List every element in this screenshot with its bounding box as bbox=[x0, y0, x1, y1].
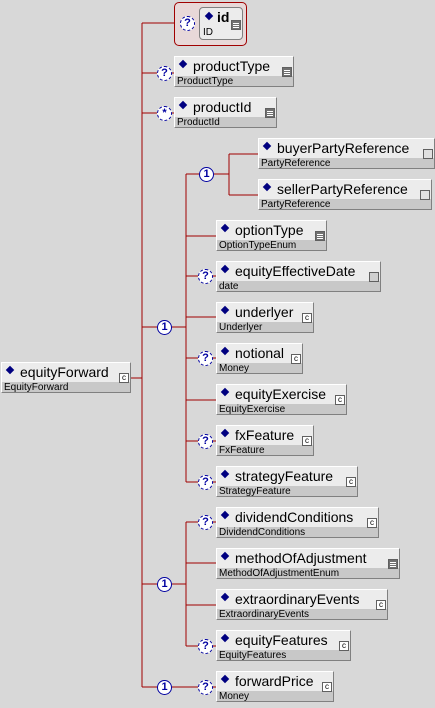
node-equityFeatures[interactable]: equityFeatures EquityFeatures c bbox=[216, 630, 351, 661]
optional-icon: ? bbox=[198, 680, 213, 695]
optional-icon: ? bbox=[198, 475, 213, 490]
node-name: fxFeature bbox=[235, 427, 295, 443]
node-type: date bbox=[219, 281, 239, 292]
optional-icon: ? bbox=[180, 16, 195, 31]
complex-type-icon bbox=[420, 190, 430, 200]
node-buyerPartyReference[interactable]: buyerPartyReference PartyReference bbox=[258, 138, 435, 169]
node-type: EquityFeatures bbox=[219, 650, 287, 661]
node-productType[interactable]: productType ProductType bbox=[174, 56, 294, 87]
simple-type-icon bbox=[369, 272, 379, 282]
node-name: sellerPartyReference bbox=[277, 181, 408, 197]
node-type: EquityForward bbox=[4, 382, 69, 393]
simple-type-icon bbox=[265, 108, 275, 118]
node-extraordinaryEvents[interactable]: extraordinaryEvents ExtraordinaryEvents … bbox=[216, 589, 388, 620]
simple-type-icon bbox=[315, 231, 325, 241]
node-strategyFeature[interactable]: strategyFeature StrategyFeature c bbox=[216, 466, 358, 497]
node-dividendConditions[interactable]: dividendConditions DividendConditions c bbox=[216, 507, 379, 538]
node-type: Underlyer bbox=[219, 322, 263, 333]
node-type: Money bbox=[219, 691, 250, 702]
sequence-compositor-icon: 1 bbox=[199, 167, 214, 182]
complex-type-icon: c bbox=[376, 600, 386, 610]
simple-type-icon bbox=[231, 20, 241, 30]
node-name: underlyer bbox=[235, 304, 294, 320]
optional-icon: ? bbox=[198, 639, 213, 654]
node-name: optionType bbox=[235, 222, 304, 238]
node-name: strategyFeature bbox=[235, 468, 334, 484]
node-type: StrategyFeature bbox=[219, 486, 291, 497]
node-sellerPartyReference[interactable]: sellerPartyReference PartyReference bbox=[258, 179, 432, 210]
node-type: ProductType bbox=[177, 76, 234, 87]
node-type: PartyReference bbox=[261, 158, 331, 169]
node-equityExercise[interactable]: equityExercise EquityExercise c bbox=[216, 384, 347, 415]
node-type: Money bbox=[219, 363, 250, 374]
node-name: equityForward bbox=[20, 364, 109, 380]
node-name: id bbox=[217, 9, 230, 25]
optional-icon: ? bbox=[157, 66, 172, 81]
choice-compositor-icon: 1 bbox=[157, 320, 172, 335]
node-productId[interactable]: productId ProductId bbox=[174, 97, 277, 128]
node-type: ID bbox=[203, 27, 213, 38]
node-id[interactable]: id ID bbox=[199, 7, 243, 40]
node-name: equityEffectiveDate bbox=[235, 263, 356, 279]
node-fxFeature[interactable]: fxFeature FxFeature c bbox=[216, 425, 314, 456]
optional-icon: ? bbox=[198, 351, 213, 366]
node-forwardPrice[interactable]: forwardPrice Money c bbox=[216, 671, 334, 702]
node-type: DividendConditions bbox=[219, 527, 306, 538]
node-underlyer[interactable]: underlyer Underlyer c bbox=[216, 302, 314, 333]
node-type: MethodOfAdjustmentEnum bbox=[219, 568, 340, 579]
node-optionType[interactable]: optionType OptionTypeEnum bbox=[216, 220, 327, 251]
node-equityForward[interactable]: equityForward EquityForward c bbox=[1, 362, 131, 393]
simple-type-icon bbox=[282, 67, 292, 77]
complex-type-icon: c bbox=[291, 354, 301, 364]
node-name: productId bbox=[193, 99, 252, 115]
simple-type-icon bbox=[388, 559, 398, 569]
node-name: forwardPrice bbox=[235, 673, 314, 689]
node-name: equityFeatures bbox=[235, 632, 328, 648]
node-name: notional bbox=[235, 345, 285, 361]
complex-type-icon bbox=[423, 149, 433, 159]
sequence-compositor-icon: 1 bbox=[157, 577, 172, 592]
complex-type-icon: c bbox=[322, 682, 332, 692]
zero-or-more-icon: * bbox=[157, 106, 172, 121]
complex-type-icon: c bbox=[335, 395, 345, 405]
complex-type-icon: c bbox=[119, 373, 129, 383]
node-type: ProductId bbox=[177, 117, 220, 128]
complex-type-icon: c bbox=[367, 518, 377, 528]
sequence-compositor-icon: 1 bbox=[157, 680, 172, 695]
element-icon bbox=[204, 11, 214, 21]
node-type: PartyReference bbox=[261, 199, 331, 210]
complex-type-icon: c bbox=[302, 436, 312, 446]
node-name: buyerPartyReference bbox=[277, 140, 410, 156]
node-type: FxFeature bbox=[219, 445, 265, 456]
node-type: EquityExercise bbox=[219, 404, 286, 415]
node-notional[interactable]: notional Money c bbox=[216, 343, 303, 374]
node-type: OptionTypeEnum bbox=[219, 240, 297, 251]
optional-icon: ? bbox=[198, 269, 213, 284]
complex-type-icon: c bbox=[346, 477, 356, 487]
complex-type-icon: c bbox=[339, 641, 349, 651]
node-methodOfAdjustment[interactable]: methodOfAdjustment MethodOfAdjustmentEnu… bbox=[216, 548, 400, 579]
node-name: methodOfAdjustment bbox=[235, 550, 367, 566]
node-equityEffectiveDate[interactable]: equityEffectiveDate date bbox=[216, 261, 381, 292]
node-name: equityExercise bbox=[235, 386, 327, 402]
optional-icon: ? bbox=[198, 515, 213, 530]
optional-icon: ? bbox=[198, 434, 213, 449]
node-name: productType bbox=[193, 58, 271, 74]
node-name: extraordinaryEvents bbox=[235, 591, 360, 607]
complex-type-icon: c bbox=[302, 313, 312, 323]
node-type: ExtraordinaryEvents bbox=[219, 609, 310, 620]
node-name: dividendConditions bbox=[235, 509, 354, 525]
